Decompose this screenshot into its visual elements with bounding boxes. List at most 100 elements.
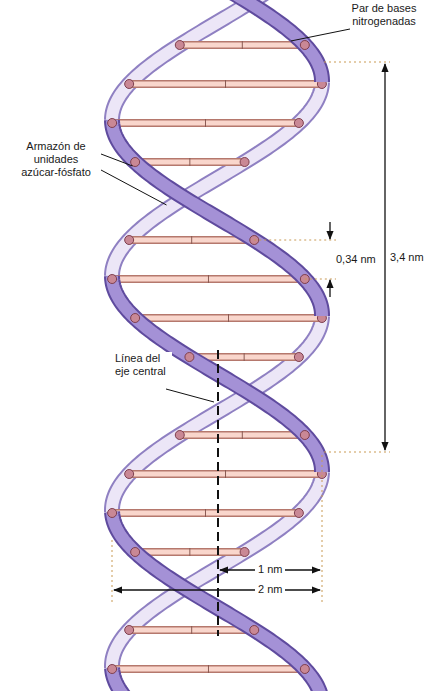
phosphate-dot [131, 314, 140, 323]
strand-fill [112, 276, 322, 472]
front-phosphates [108, 41, 310, 691]
extension-line [305, 279, 336, 280]
base-pair-rod [135, 158, 244, 166]
phosphate-dot [185, 353, 194, 362]
sugar-phosphate-strand [112, 0, 283, 120]
hydrogen-bond-mark [189, 548, 190, 556]
phosphate-dot [240, 548, 249, 557]
hydrogen-bond-mark [228, 314, 229, 322]
rod-edge [129, 80, 322, 88]
dimension-label: 1 nm [255, 563, 285, 576]
rod-edge [180, 41, 305, 49]
phosphate-dot [300, 431, 309, 440]
sugar-phosphate-strand [112, 120, 322, 316]
extension-line [254, 240, 336, 241]
part-label: Par de bases nitrogenadas [342, 2, 426, 28]
strand-fill [112, 120, 322, 316]
sugar-phosphate-strand [112, 276, 322, 472]
rod-edge [112, 509, 299, 517]
hydrogen-bond-mark [208, 665, 209, 673]
strand-edge [112, 276, 322, 472]
hydrogen-bond-mark [205, 509, 206, 517]
phosphate-dot [250, 626, 259, 635]
base-pair-rod [112, 119, 299, 127]
base-pair-rod [129, 80, 322, 88]
hydrogen-bond-mark [242, 41, 243, 49]
base-pair-rod [112, 665, 305, 673]
rod-edge [180, 431, 305, 439]
extension-line [322, 455, 323, 602]
leader-line [101, 154, 133, 166]
strand-edge [112, 120, 322, 316]
phosphate-dot [108, 509, 117, 518]
phosphate-dot [125, 236, 134, 245]
phosphate-dot [108, 119, 117, 128]
sugar-phosphate-strand [112, 472, 322, 668]
hydrogen-bond-mark [189, 158, 190, 166]
phosphate-dot [125, 80, 134, 89]
rod-edge [129, 470, 322, 478]
phosphate-dot [240, 158, 249, 167]
part-label: Armazón de unidades azúcar-fósfato [14, 140, 98, 179]
rod-edge [112, 275, 305, 283]
hydrogen-bond-mark [208, 275, 209, 283]
strand-fill [112, 0, 283, 120]
phosphate-dot [125, 470, 134, 479]
part-label: Línea del eje central [112, 352, 172, 378]
base-pairs [112, 41, 322, 691]
extension-line [112, 540, 113, 602]
extension-line [324, 452, 390, 453]
rod-edge [112, 665, 305, 673]
hydrogen-bond-mark [225, 80, 226, 88]
back-strands [112, 0, 322, 691]
dimension-arrow [329, 222, 330, 239]
hydrogen-bond-mark [242, 431, 243, 439]
strand-edge [211, 0, 322, 82]
rod-edge [112, 119, 299, 127]
phosphate-dot [175, 41, 184, 50]
base-pair-rod [135, 548, 244, 556]
dimension-arrow [384, 64, 385, 450]
leader-line [166, 389, 214, 402]
dimension-lines [101, 29, 390, 636]
phosphate-dot [175, 431, 184, 440]
extension-line [324, 62, 390, 63]
hydrogen-bond-mark [191, 626, 192, 634]
hydrogen-bond-mark [244, 353, 245, 361]
phosphate-dot [294, 509, 303, 518]
phosphate-dot [125, 626, 134, 635]
strand-fill [211, 0, 322, 82]
hydrogen-bond-mark [191, 236, 192, 244]
phosphate-dot [131, 548, 140, 557]
central-axis-line [217, 350, 219, 636]
rod-edge [135, 314, 322, 322]
phosphate-dot [294, 119, 303, 128]
dimension-label: 3,4 nm [390, 251, 424, 264]
rod-edge [135, 548, 244, 556]
leader-line [291, 29, 350, 41]
phosphate-dot [131, 158, 140, 167]
hydrogen-bond-mark [205, 119, 206, 127]
front-strands [112, 0, 322, 691]
strand-edge [112, 0, 283, 120]
phosphate-dot [108, 665, 117, 674]
dimension-label: 0,34 nm [336, 253, 376, 266]
base-pair-rod [135, 314, 322, 322]
rod-edge [135, 158, 244, 166]
strand-fill [112, 472, 322, 668]
base-pair-rod [180, 41, 305, 49]
base-pair-rod [180, 431, 305, 439]
base-pair-rod [112, 275, 305, 283]
base-pair-rod [129, 470, 322, 478]
base-pair-rod [112, 509, 299, 517]
phosphate-dot [250, 236, 259, 245]
sugar-phosphate-strand [211, 0, 322, 82]
dimension-arrow [114, 589, 320, 590]
phosphate-dot [300, 665, 309, 674]
leader-line [101, 170, 167, 205]
dimension-arrow [329, 280, 330, 297]
dimension-label: 2 nm [255, 583, 285, 596]
phosphate-dot [294, 353, 303, 362]
